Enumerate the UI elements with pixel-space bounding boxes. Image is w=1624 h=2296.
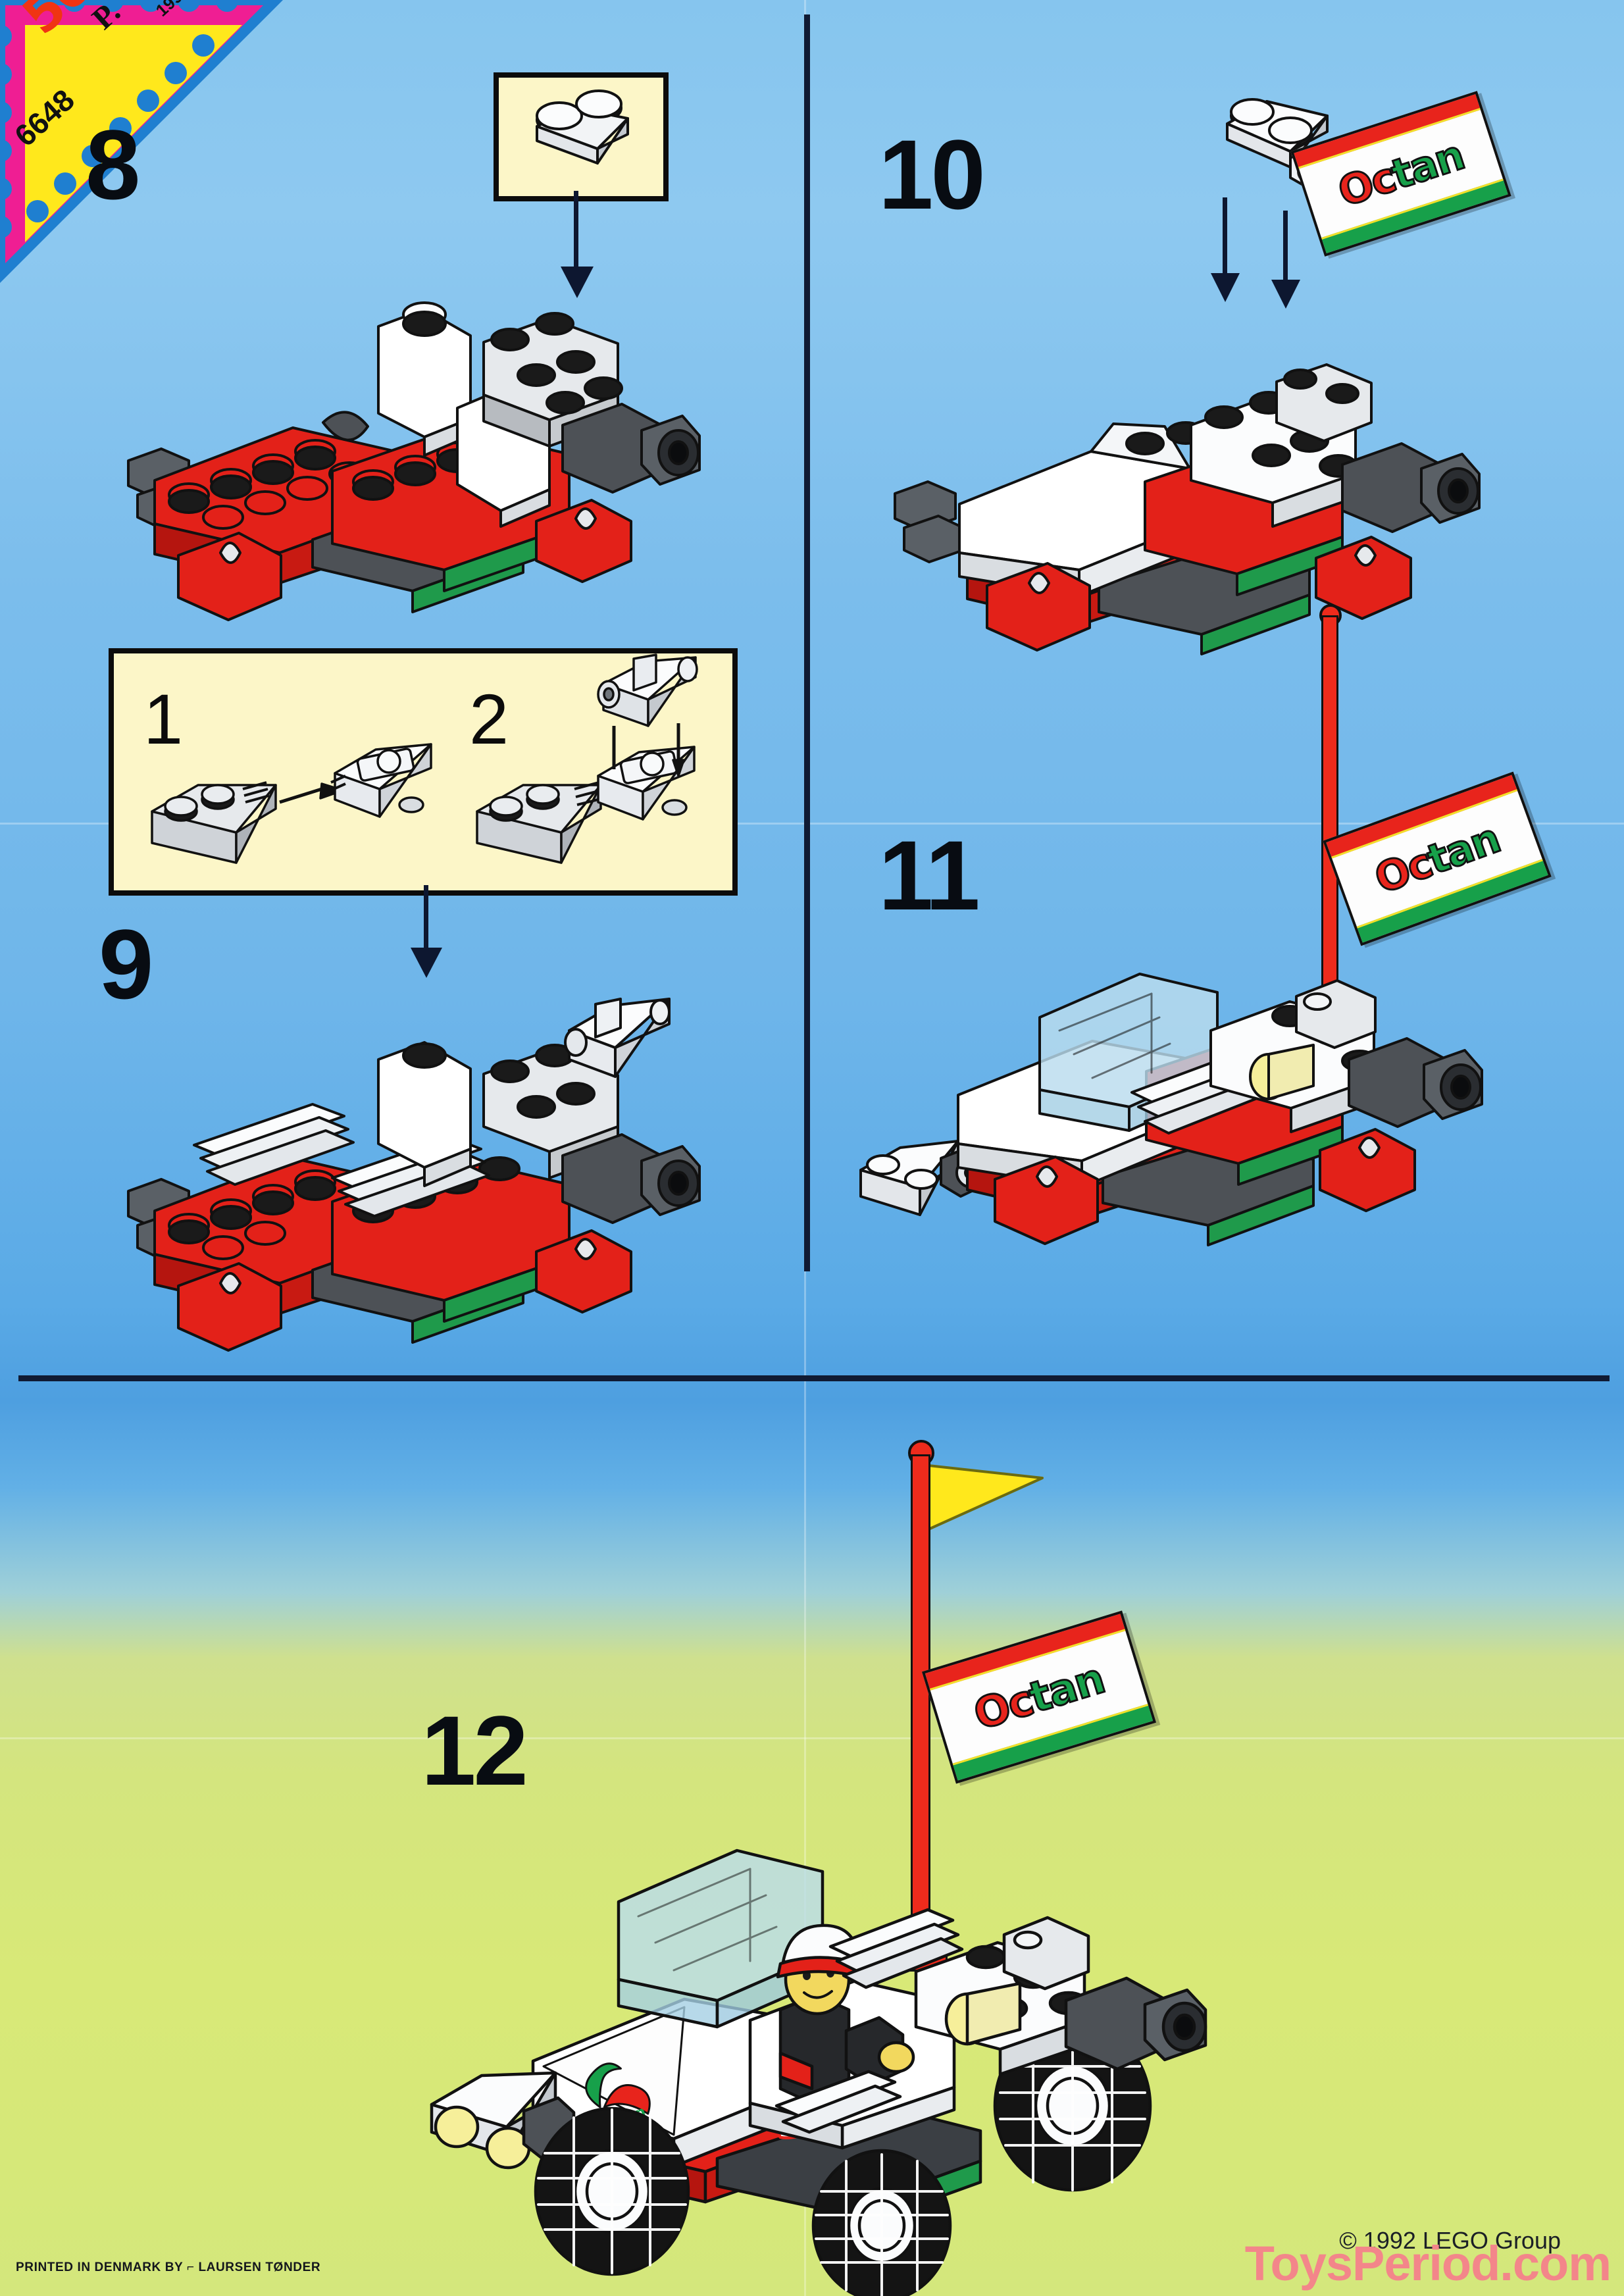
drop-line-left-step-10	[1223, 197, 1227, 276]
substep-leader-line	[424, 885, 428, 951]
substep-number-1: 1	[143, 679, 184, 759]
step-number-10: 10	[878, 119, 986, 230]
divider-vertical	[804, 14, 810, 1271]
yellow-pennant-flag	[921, 1464, 1044, 1533]
model-illustration-step-9	[115, 974, 721, 1352]
step-number-11: 11	[878, 820, 980, 931]
substep-arrowhead	[411, 948, 442, 978]
plate-1x2-callout-box	[494, 72, 669, 201]
drop-line-right-step-10	[1283, 211, 1288, 283]
model-illustration-step-10	[882, 276, 1513, 655]
model-illustration-step-8	[115, 263, 721, 621]
divider-horizontal	[18, 1375, 1610, 1381]
callout-arrowhead-8	[561, 267, 594, 298]
flag-pole-step-11	[1321, 615, 1338, 1036]
drop-arrowhead-left-step-10	[1211, 273, 1240, 302]
printed-by-text: PRINTED IN DENMARK BY ⌐ LAURSEN TØNDER	[16, 2260, 321, 2274]
model-illustration-step-12: octan 5	[408, 1737, 1224, 2296]
price-stamp: 50 P. 1992 6648	[0, 0, 283, 283]
step-number-12: 12	[421, 1695, 528, 1806]
substep-number-2: 2	[469, 679, 509, 759]
substep-callout-box: 1 2	[109, 648, 738, 896]
substep-illustration	[151, 653, 698, 864]
copyright-text: © 1992 LEGO Group	[1339, 2227, 1561, 2254]
step-number-8: 8	[86, 109, 140, 220]
drop-arrowhead-right-step-10	[1271, 280, 1300, 309]
watermark-text: ToysPeriod.com	[1244, 2236, 1611, 2291]
octan-text-green: tan	[1420, 813, 1506, 884]
octan-text-green: tan	[1023, 1654, 1111, 1724]
model-illustration-step-11	[842, 875, 1500, 1270]
step-number-9: 9	[99, 909, 153, 1019]
octan-text-green: tan	[1385, 130, 1471, 199]
callout-leader-line-8	[574, 191, 578, 270]
plate-1x2-icon	[536, 89, 629, 165]
